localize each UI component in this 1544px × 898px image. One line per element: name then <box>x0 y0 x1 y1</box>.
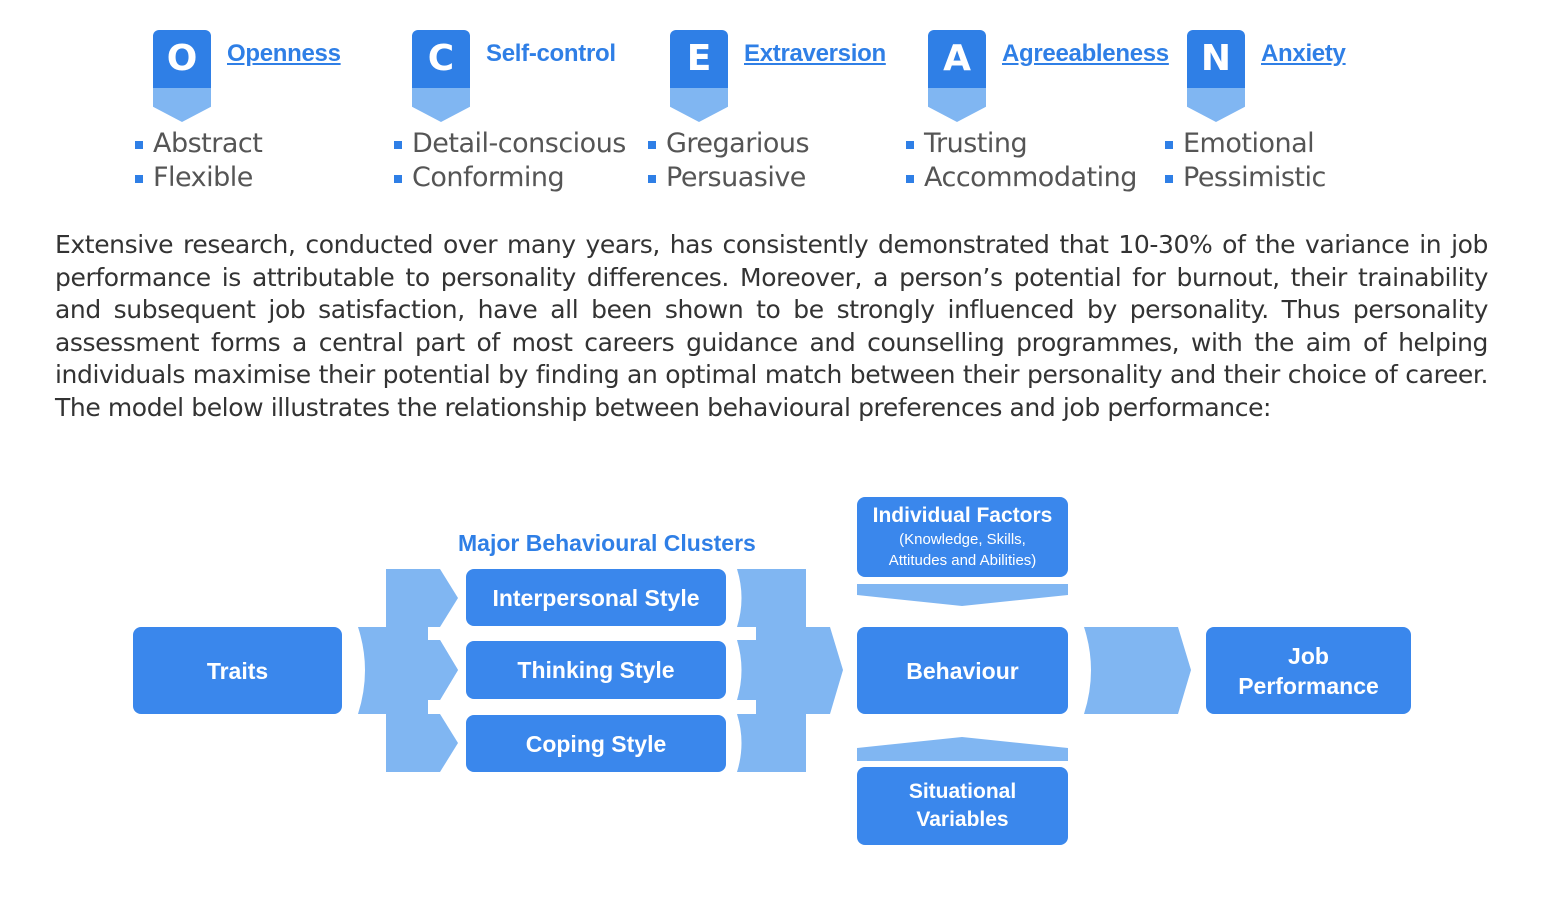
list-item: Detail-conscious <box>394 127 626 161</box>
trait-name: Self-control <box>486 40 616 67</box>
cluster-label: Interpersonal Style <box>492 584 700 611</box>
cluster-box-coping: Coping Style <box>466 715 726 772</box>
cluster-box-thinking: Thinking Style <box>466 641 726 699</box>
trait-letter-badge: A <box>928 30 986 88</box>
individual-factors-sub-1: (Knowledge, Skills, <box>899 531 1026 548</box>
list-item: Flexible <box>135 161 262 195</box>
behaviour-box: Behaviour <box>857 627 1068 714</box>
trait-name: Anxiety <box>1261 40 1346 67</box>
individual-factors-arrow <box>857 584 1068 606</box>
list-item: Trusting <box>906 127 1137 161</box>
body-paragraph: Extensive research, conducted over many … <box>55 230 1488 422</box>
list-item: Conforming <box>394 161 626 195</box>
cluster-label: Thinking Style <box>517 657 675 683</box>
traits-label: Traits <box>206 657 269 684</box>
trait-openness: O Openness Abstract Flexible <box>135 30 393 200</box>
list-item: Gregarious <box>648 127 810 161</box>
situational-line-2: Variables <box>916 808 1009 831</box>
job-line-2: Performance <box>1238 672 1379 699</box>
trait-anxiety: N Anxiety Emotional Pessimistic <box>1165 30 1427 200</box>
trait-letter-badge: C <box>412 30 470 88</box>
list-item: Pessimistic <box>1165 161 1326 195</box>
trait-letter-badge: E <box>670 30 728 88</box>
clusters-to-behaviour-arrow <box>756 627 843 714</box>
trait-list: Emotional Pessimistic <box>1165 127 1326 195</box>
cluster-box-interpersonal: Interpersonal Style <box>466 569 726 626</box>
traits-box: Traits <box>133 627 342 714</box>
trait-list: Trusting Accommodating <box>906 127 1137 195</box>
cluster-arrow-top <box>386 569 458 627</box>
individual-factors-sub-2: Attitudes and Abilities) <box>888 552 1037 569</box>
situational-line-1: Situational <box>908 780 1017 803</box>
situational-variables-arrow <box>857 737 1068 761</box>
trait-name: Openness <box>227 40 341 67</box>
trait-letter-badge: N <box>1187 30 1245 88</box>
trait-list: Gregarious Persuasive <box>648 127 810 195</box>
job-line-1: Job <box>1288 642 1329 669</box>
cluster-right-top <box>737 569 806 627</box>
job-performance-box: Job Performance <box>1206 627 1411 714</box>
cluster-arrow-bottom <box>386 714 458 772</box>
trait-name: Agreeableness <box>1002 40 1169 67</box>
situational-variables-box: Situational Variables <box>857 767 1068 845</box>
trait-self-control: C Self-control Detail-conscious Conformi… <box>394 30 652 200</box>
behaviour-label: Behaviour <box>906 657 1019 684</box>
cluster-arrow-middle <box>386 640 458 700</box>
individual-factors-title: Individual Factors <box>872 504 1053 527</box>
trait-name: Extraversion <box>744 40 886 67</box>
cluster-label: Coping Style <box>525 730 667 757</box>
cluster-right-bottom <box>737 714 806 772</box>
list-item: Accommodating <box>906 161 1137 195</box>
trait-extraversion: E Extraversion Gregarious Persuasive <box>648 30 910 200</box>
behaviour-to-job-arrow <box>1084 627 1191 714</box>
list-item: Emotional <box>1165 127 1326 161</box>
trait-list: Detail-conscious Conforming <box>394 127 626 195</box>
trait-agreeableness: A Agreeableness Trusting Accommodating <box>906 30 1169 200</box>
clusters-title: Major Behavioural Clusters <box>458 530 756 556</box>
individual-factors-box: Individual Factors (Knowledge, Skills, A… <box>857 497 1068 577</box>
trait-list: Abstract Flexible <box>135 127 263 195</box>
list-item: Persuasive <box>648 161 809 195</box>
list-item: Abstract <box>135 127 263 161</box>
trait-letter-badge: O <box>153 30 211 88</box>
